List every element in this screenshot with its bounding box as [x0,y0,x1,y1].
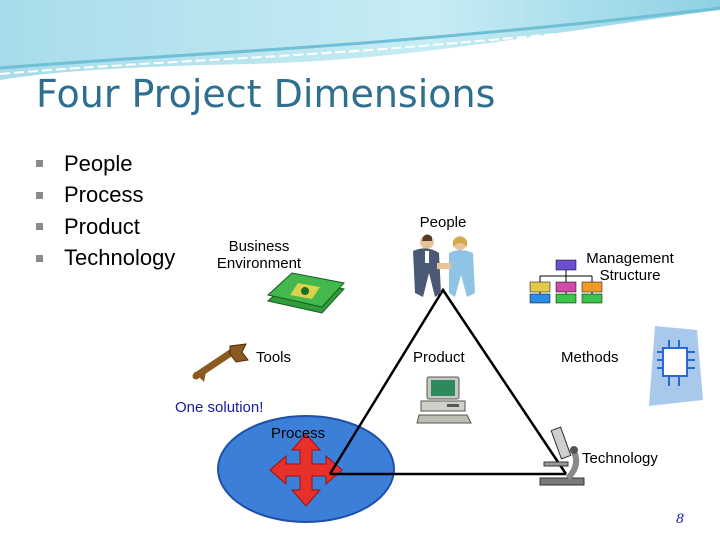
methods-label: Methods [561,349,619,366]
bullet-item: People [36,148,175,180]
business-environment-label: Business Environment [217,238,301,272]
page-number: 8 [676,512,685,527]
money-stack-icon [266,272,345,314]
slide-title: Four Project Dimensions [36,72,496,116]
bullet-text: Technology [64,245,176,271]
square-bullet-icon [36,254,43,262]
microscope-icon [539,426,585,486]
square-bullet-icon [36,160,43,168]
technology-label: Technology [582,450,658,467]
people-label: People [419,214,467,231]
handshake-people-icon [413,234,475,297]
org-chart-icon [529,259,603,304]
header-wave-banner [0,0,720,80]
square-bullet-icon [36,223,43,231]
bullet-text: Product [64,213,140,239]
circuit-board-icon [649,326,703,406]
environment-label-line: Environment [216,255,302,272]
bullet-item: Product [36,211,175,243]
bullet-text: People [64,150,133,176]
management-structure-label: Management Structure [586,250,674,284]
one-solution-label: One solution! [175,399,264,416]
bullet-item: Technology [36,243,175,275]
bullet-text: Process [64,182,144,208]
tools-label: Tools [256,349,292,366]
bullet-list: People Process Product Technology [36,148,175,274]
structure-label-line: Structure [599,267,661,284]
business-label-line: Business [228,238,290,255]
wrench-icon [192,343,249,382]
square-bullet-icon [36,191,43,199]
four-way-arrow-icon [269,433,343,507]
process-label: Process [271,425,326,442]
computer-icon [416,376,472,424]
bullet-item: Process [36,180,175,212]
management-label-line: Management [586,250,674,267]
product-label: Product [413,349,465,366]
